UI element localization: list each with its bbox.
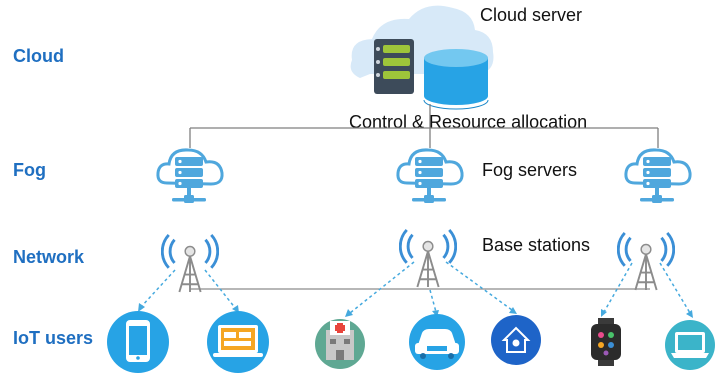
layer-label-iot-users: IoT users xyxy=(13,328,94,348)
layer-label-network: Network xyxy=(13,247,85,267)
laptop-browser-icon xyxy=(207,311,269,373)
control-resource-caption: Control & Resource allocation xyxy=(349,112,588,132)
laptop-icon xyxy=(665,320,715,370)
fog-server-icon-left xyxy=(156,148,224,205)
base-station-icon-center xyxy=(399,228,457,289)
base-stations-caption: Base stations xyxy=(482,235,591,255)
smart-home-icon xyxy=(491,315,541,365)
fog-servers-caption: Fog servers xyxy=(482,160,578,180)
cloud-server-caption: Cloud server xyxy=(480,5,583,25)
smartwatch-icon xyxy=(591,318,621,366)
base-station-icon-left xyxy=(161,233,219,294)
cloud-server-database-icon xyxy=(350,5,494,110)
hospital-icon xyxy=(315,319,365,369)
wireless-links xyxy=(140,261,691,314)
control-lines xyxy=(189,104,659,148)
link-arrowheads xyxy=(138,303,693,318)
fog-server-icon-right xyxy=(624,148,692,205)
smartphone-icon xyxy=(107,311,169,373)
layer-label-cloud: Cloud xyxy=(13,46,64,66)
car-icon xyxy=(409,314,465,370)
fog-server-icon-center xyxy=(396,148,464,205)
base-station-icon-right xyxy=(617,231,675,292)
layer-label-fog: Fog xyxy=(13,160,46,180)
